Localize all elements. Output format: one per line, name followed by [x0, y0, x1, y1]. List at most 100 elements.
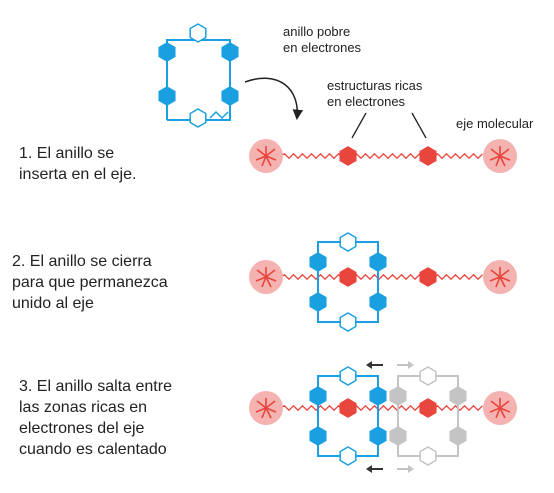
step2-ring-bottom-unit [339, 312, 357, 332]
step3-stopper-right-ray-0 [490, 400, 501, 409]
step-3-line-1: 3. El anillo salta entre [19, 378, 172, 395]
step-2-text: 2. El anillo se cierra para que permanez… [12, 251, 168, 314]
step1-stopper-left-ray-2 [255, 155, 267, 161]
free-ring-open-end [209, 110, 229, 120]
step2-stopper-right-ray-1 [499, 269, 510, 278]
left-arrow-bottom-head [366, 465, 372, 473]
step3-ghost-ring-side-unit-1 [389, 386, 407, 406]
step-1-line-1: 1. El anillo se [19, 145, 115, 162]
step3-ring-side-unit-4 [369, 426, 387, 446]
step3-ghost-ring-side-unit-4 [449, 426, 467, 446]
step2-axle-chain [279, 273, 483, 281]
step1-stopper-right-ray-0 [490, 148, 501, 157]
step1-stopper-right-ray-3 [499, 155, 511, 161]
step-3-line-2: las zonas ricas en [19, 399, 148, 416]
step3-stopper-right-ray-2 [489, 407, 501, 413]
free-ring [166, 39, 231, 121]
insertion-arrow [244, 77, 304, 121]
step3-ring-side-unit-1 [309, 386, 327, 406]
step-2-line-3: unido al eje [12, 295, 94, 312]
step-3-line-3: electrones del eje [19, 420, 145, 437]
ring-label-line-1: anillo pobre [283, 24, 351, 39]
step1-stopper-left-ray-6 [265, 155, 272, 167]
step2-ring-side-unit-1 [309, 252, 327, 272]
step2-stopper-left-ray-6 [265, 276, 272, 288]
free-ring-unit-1 [158, 42, 176, 62]
axis-label: eje molecular [456, 116, 534, 131]
step3-axle-chain [279, 404, 483, 412]
free-ring-unit-4 [221, 86, 239, 106]
step2-ring-side-unit-2 [309, 292, 327, 312]
step1-stopper-right-ray-1 [499, 148, 510, 157]
step2-rich-site-1 [339, 267, 357, 287]
step1-stopper-left-ray-5 [261, 155, 267, 167]
step2-stopper-right-ray-3 [499, 276, 511, 282]
step3-stopper-left-ray-5 [261, 407, 267, 419]
step3-stopper-left-ray-1 [265, 400, 276, 409]
step3-rich-site-1 [339, 398, 357, 418]
step1-stopper-left-ray-0 [256, 148, 267, 157]
step1-stopper-right-ray-5 [495, 155, 501, 167]
step2-rich-site-2 [419, 267, 437, 287]
step3-stopper-left-ray-0 [256, 400, 267, 409]
step2-stopper-left-ray-5 [261, 276, 267, 288]
free-ring-unit-3 [221, 42, 239, 62]
step3-stopper-left-ray-3 [265, 407, 277, 413]
step2-stopper-left-ray-2 [255, 276, 267, 282]
step2-stopper-right-ray-2 [489, 276, 501, 282]
step2-ring-side-unit-3 [369, 252, 387, 272]
step3-ring-side-unit-2 [309, 426, 327, 446]
step3-stopper-right-ray-6 [499, 407, 506, 419]
step1-axle-chain [279, 152, 483, 160]
step3-ghost-ring-side-unit-3 [449, 386, 467, 406]
ring-label: anillo pobre en electrones [283, 24, 361, 56]
step1-rich-site-2 [419, 146, 437, 166]
step1-stopper-left-ray-3 [265, 155, 277, 161]
step2-ring-top-unit [339, 232, 357, 252]
step-3-line-4: cuando es calentado [19, 441, 167, 458]
shuttle-arrows [366, 361, 414, 473]
rich-leader-left [351, 112, 367, 139]
step-3-text: 3. El anillo salta entre las zonas ricas… [19, 376, 172, 460]
free-ring-unit-2 [158, 86, 176, 106]
step3-stopper-right-ray-3 [499, 407, 511, 413]
step1-rich-site-1 [339, 146, 357, 166]
left-arrow-top-head [366, 361, 372, 369]
step3-ring-side-unit-3 [369, 386, 387, 406]
step1-stopper-right-ray-6 [499, 155, 506, 167]
step-1-text: 1. El anillo se inserta en el eje. [19, 143, 136, 185]
rich-label-line-1: estructuras ricas [327, 78, 423, 93]
step3-stopper-right-ray-5 [495, 407, 501, 419]
step-1-line-2: inserta en el eje. [19, 166, 137, 183]
step3-stopper-left-ray-6 [265, 407, 272, 419]
right-arrow-top-head [408, 361, 414, 369]
step2-stopper-left-ray-1 [265, 269, 276, 278]
step-2-line-2: para que permanezca [12, 274, 168, 291]
step3-stopper-left-ray-2 [255, 407, 267, 413]
step3-stopper-right-ray-1 [499, 400, 510, 409]
step3-ghost-ring-side-unit-2 [389, 426, 407, 446]
step2-ring-side-unit-4 [369, 292, 387, 312]
step1-stopper-right-ray-2 [489, 155, 501, 161]
right-arrow-bottom-head [408, 465, 414, 473]
ring-label-line-2: en electrones [283, 40, 362, 55]
free-ring-bottom-unit [189, 108, 207, 128]
rich-leader-right [411, 112, 427, 139]
step3-ghost-ring-top-unit [419, 366, 437, 386]
step2-stopper-left-ray-0 [256, 269, 267, 278]
free-ring-frame [166, 39, 231, 121]
step2-stopper-left-ray-3 [265, 276, 277, 282]
step3-ghost-ring-bottom-unit [419, 446, 437, 466]
step2-stopper-right-ray-5 [495, 276, 501, 288]
step3-rich-site-2 [419, 398, 437, 418]
step2-stopper-right-ray-0 [490, 269, 501, 278]
step1-stopper-left-ray-1 [265, 148, 276, 157]
step3-ring-top-unit [339, 366, 357, 386]
step3-ring-bottom-unit [339, 446, 357, 466]
step2-stopper-right-ray-6 [499, 276, 506, 288]
rich-label-line-2: en electrones [327, 94, 406, 109]
step-2-line-1: 2. El anillo se cierra [12, 253, 152, 270]
free-ring-top-unit [189, 23, 207, 43]
rich-structures-label: estructuras ricas en electrones [327, 78, 422, 110]
